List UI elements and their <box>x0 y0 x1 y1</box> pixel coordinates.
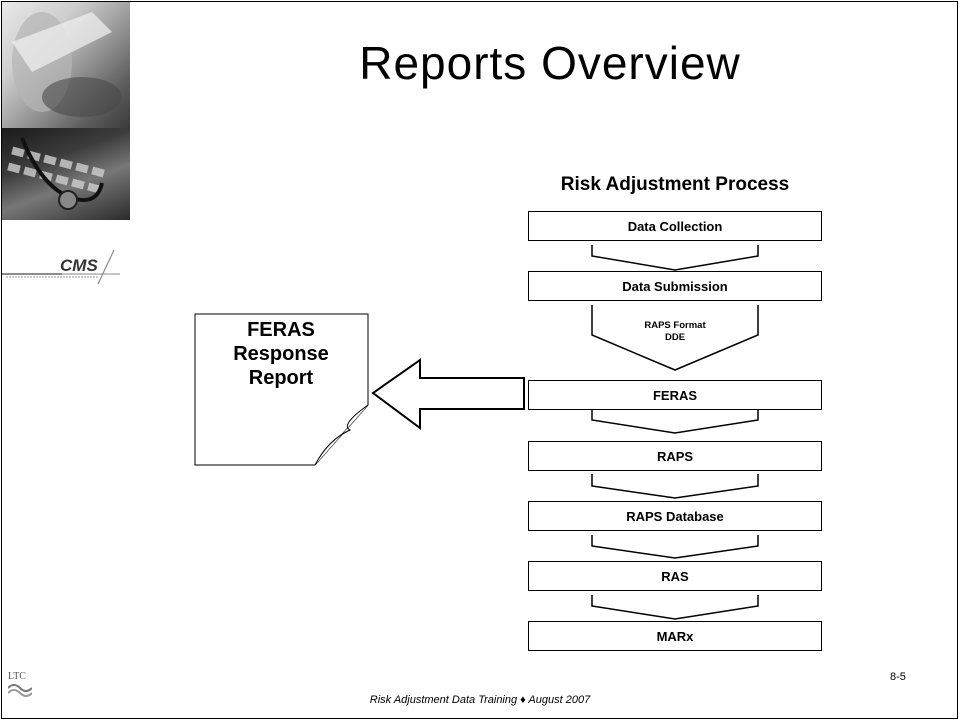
step-data-submission: Data Submission <box>528 271 822 301</box>
step-data-collection: Data Collection <box>528 211 822 241</box>
report-line-1: FERAS <box>247 319 315 341</box>
step-raps: RAPS <box>528 441 822 471</box>
process-title: Risk Adjustment Process <box>560 174 790 195</box>
step-marx: MARx <box>528 621 822 651</box>
connector-arrow-4 <box>591 474 759 499</box>
keyboard-stethoscope-photo <box>2 128 130 220</box>
report-line-2: Response <box>233 343 329 365</box>
step-raps-database: RAPS Database <box>528 501 822 531</box>
page-number: 8-5 <box>890 671 906 683</box>
svg-text:LTC: LTC <box>8 671 26 682</box>
format-raps: RAPS Format <box>644 320 706 331</box>
step-ras: RAS <box>528 561 822 591</box>
connector-arrow-3 <box>591 409 759 434</box>
report-line-3: Report <box>248 367 314 389</box>
cms-logo: CMS <box>2 249 120 285</box>
slide-title: Reports Overview <box>359 37 741 89</box>
connector-arrow-1 <box>591 245 759 271</box>
ltc-logo: LTC <box>8 671 32 697</box>
medical-photo <box>2 2 130 128</box>
left-output-arrow <box>371 358 525 430</box>
connector-arrow-6 <box>591 595 759 620</box>
footer: Risk Adjustment Data Training ♦ August 2… <box>369 694 591 706</box>
connector-arrow-5 <box>591 535 759 559</box>
connector-arrow-2 <box>591 305 759 371</box>
step-feras: FERAS <box>528 380 822 410</box>
svg-text:CMS: CMS <box>60 256 98 275</box>
report-document-text: FERAS Response Report <box>196 318 366 390</box>
format-dde: DDE <box>664 332 686 343</box>
submission-format-labels: RAPS Format DDE <box>620 320 730 344</box>
